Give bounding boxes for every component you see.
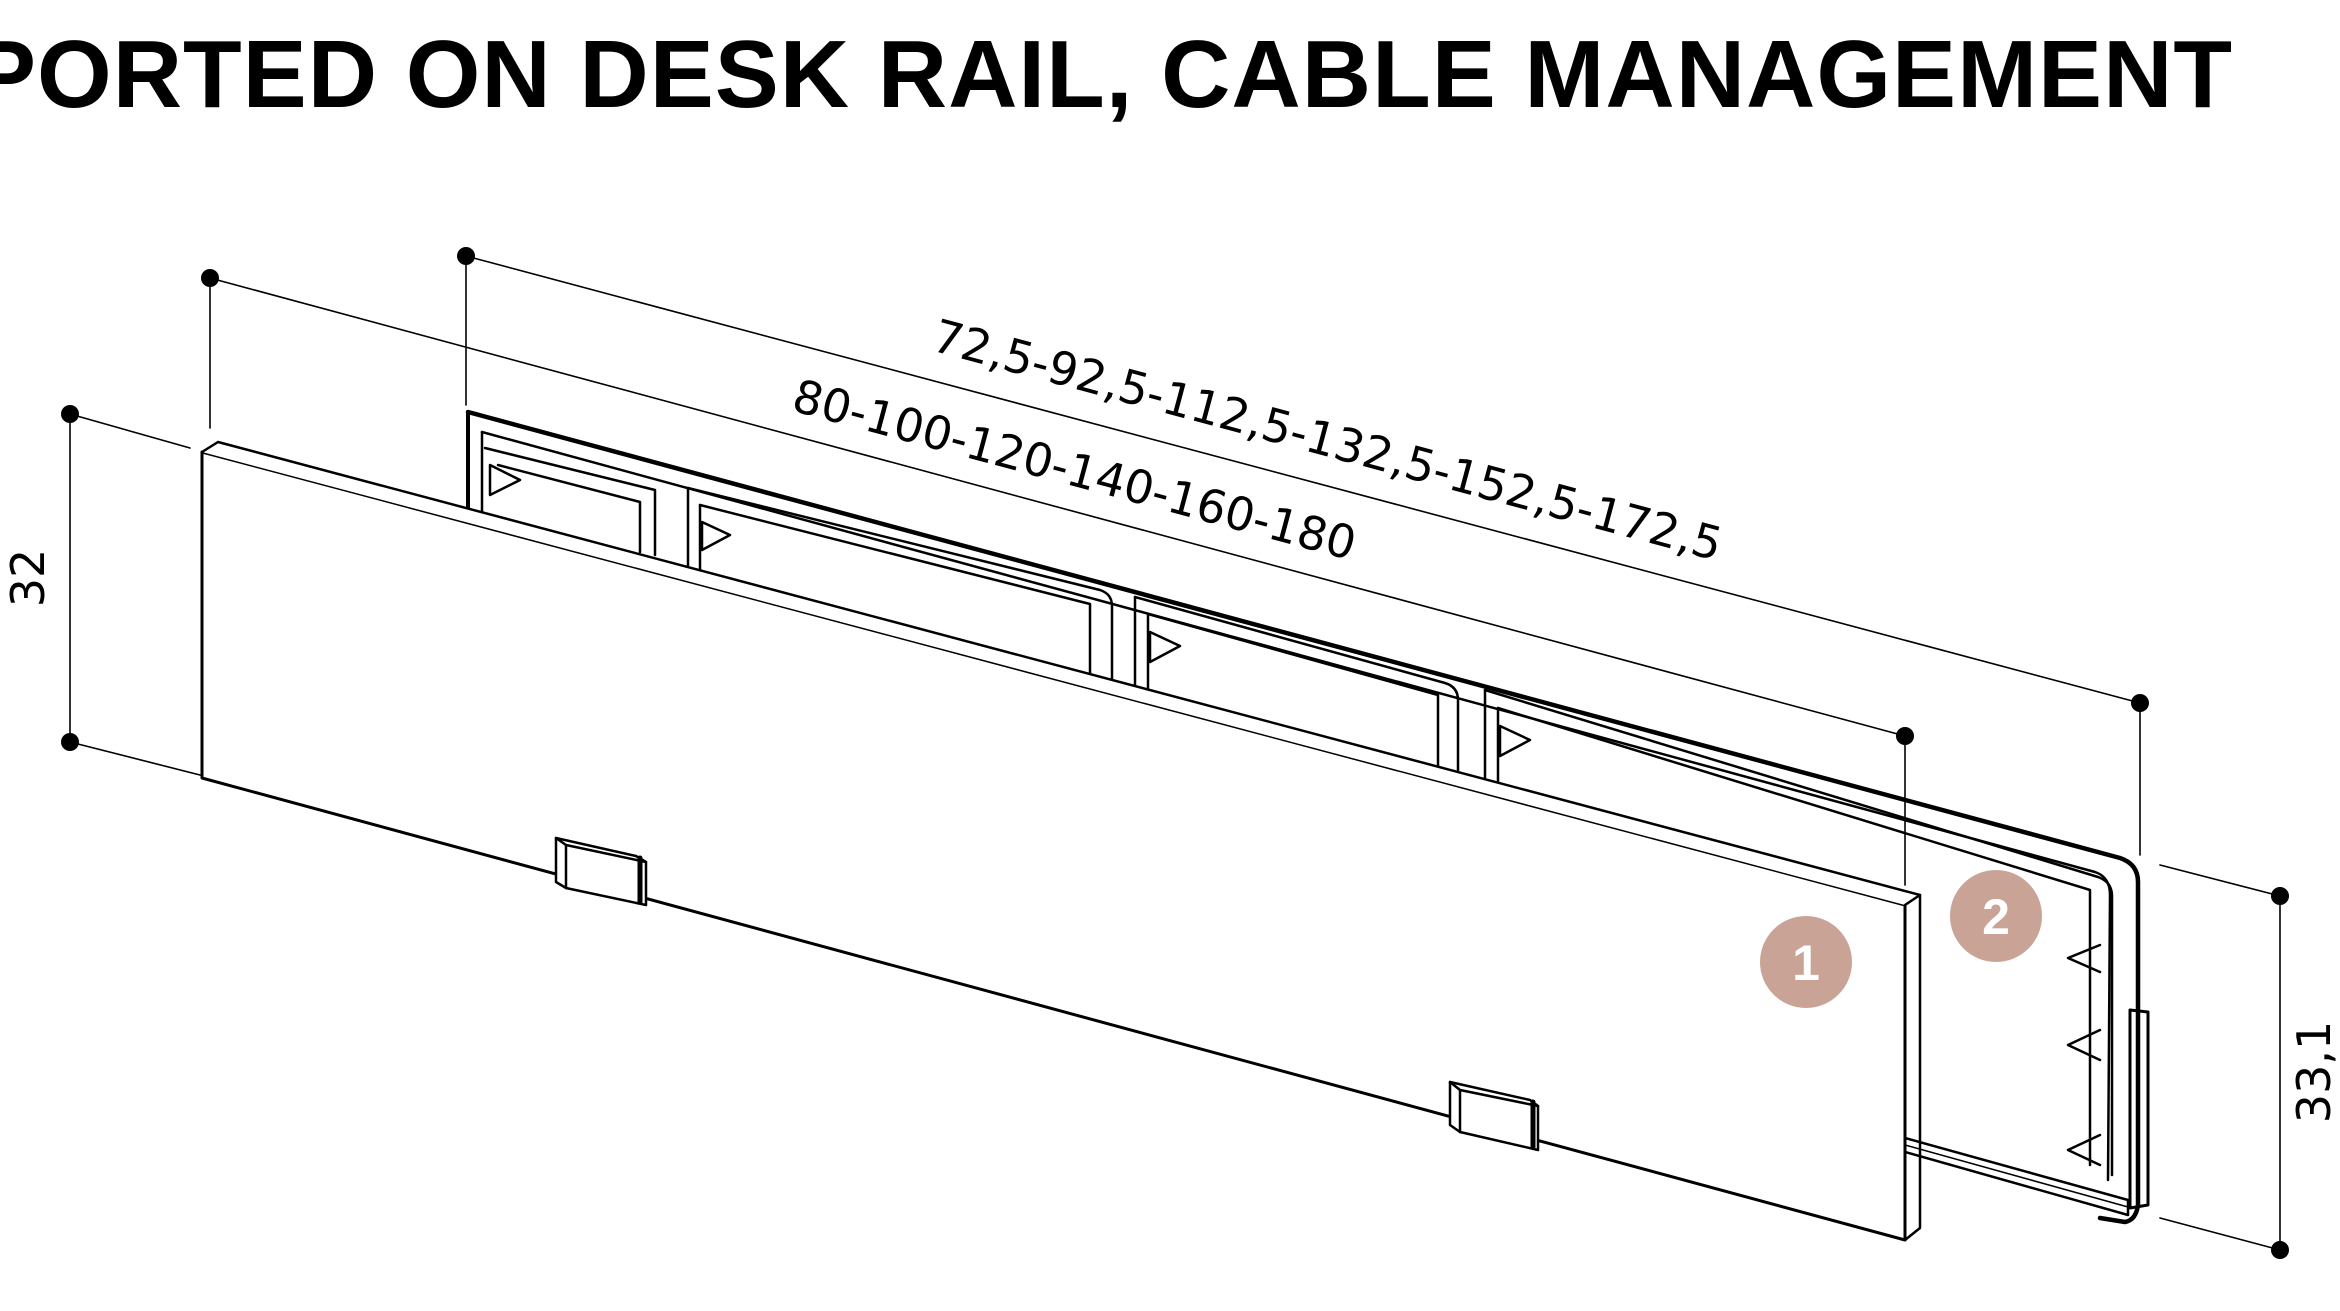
rail-compartment xyxy=(1483,688,2114,1177)
rail-compartment xyxy=(483,446,657,557)
mounting-clip xyxy=(1448,1080,1540,1152)
cable-rail xyxy=(465,409,2150,1225)
rail-compartment xyxy=(1133,595,1460,782)
page-title: PORTED ON DESK RAIL, CABLE MANAGEMENT xyxy=(0,21,2234,128)
front-panel xyxy=(200,440,1922,1242)
panel-height-label: 32 xyxy=(1,549,55,608)
rail-height-label: 33,1 xyxy=(2287,1021,2340,1123)
rail-compartment xyxy=(686,486,1114,692)
dimension-points xyxy=(61,247,2289,1259)
mounting-clip xyxy=(554,836,648,907)
callout-badge-2: 2 xyxy=(1950,870,2042,962)
callout-number: 1 xyxy=(1792,935,1820,991)
callout-badge-1: 1 xyxy=(1760,916,1852,1008)
dimension-lines xyxy=(69,255,2281,1251)
rail-post xyxy=(2128,1008,2150,1210)
rail-clip-teeth xyxy=(2066,943,2102,1167)
callout-number: 2 xyxy=(1982,889,2010,945)
